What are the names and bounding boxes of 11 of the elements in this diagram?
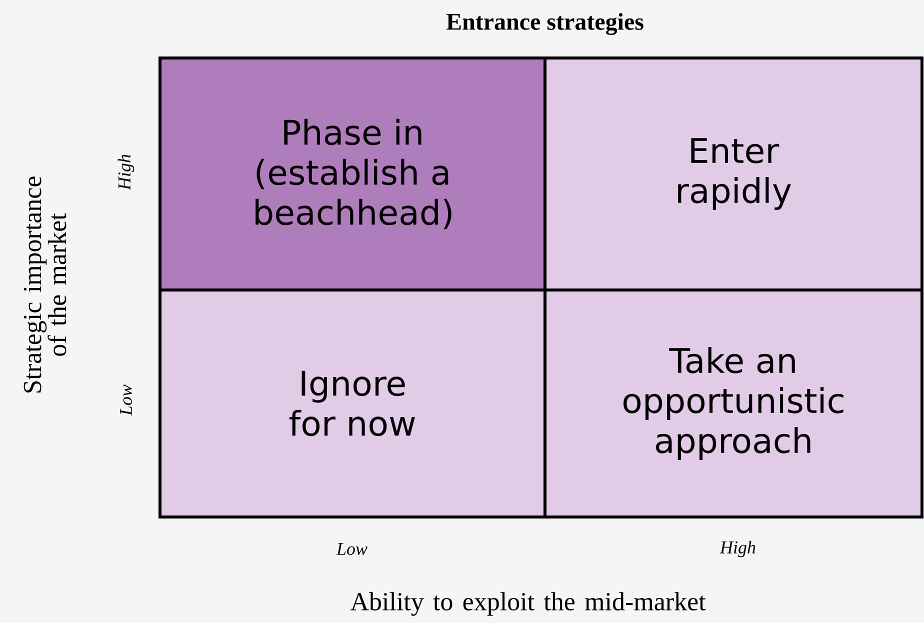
axis-title: Strategic importance of the market (24, 176, 66, 392)
axis-tick-label: High (720, 540, 756, 558)
matrix-cell: Enter rapidly (544, 56, 924, 292)
matrix-cell: Phase in (establish a beachhead) (158, 56, 546, 292)
axis-tick-label: Low (120, 384, 132, 416)
axis-tick-label: Low (336, 543, 368, 555)
axis-tick-label: High (118, 154, 134, 190)
axis-title: Ability to exploit the mid-market (350, 592, 706, 616)
chart-title: Entrance strategies (446, 13, 644, 35)
matrix-cell: Take an opportunistic approach (544, 288, 924, 518)
matrix-cell: Ignore for now (158, 288, 546, 518)
